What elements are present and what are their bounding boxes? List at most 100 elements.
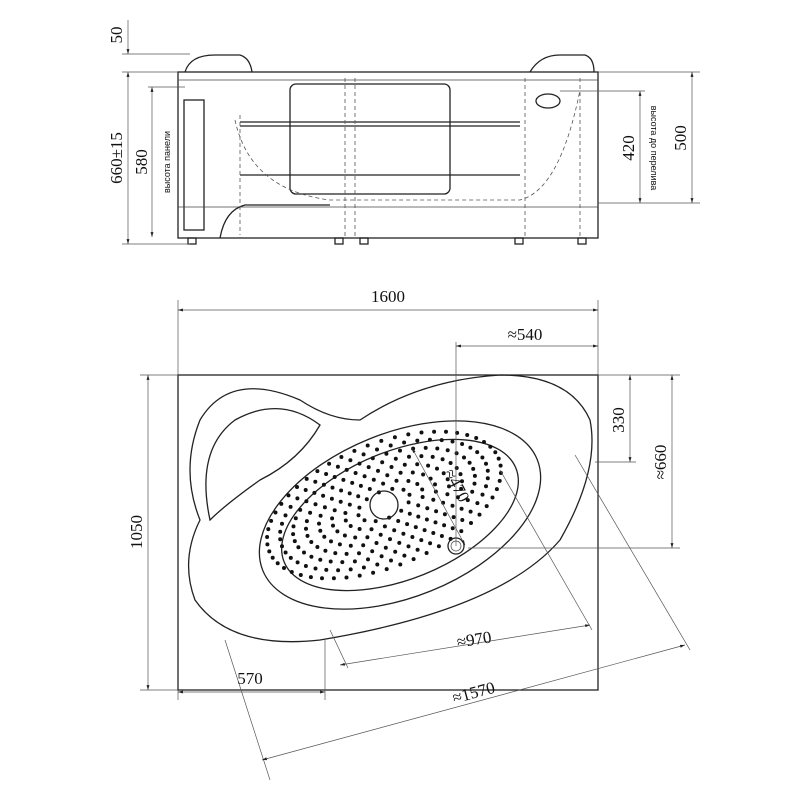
panel-height-label: высота панели xyxy=(162,131,172,193)
jet-dot xyxy=(332,475,337,479)
jet-dot xyxy=(406,544,411,549)
jet-dot xyxy=(292,539,297,544)
jet-dot xyxy=(282,566,286,570)
jet-dot xyxy=(410,535,415,539)
jet-dot xyxy=(460,518,465,522)
jet-dot xyxy=(415,547,420,552)
jet-dot xyxy=(283,550,288,555)
jet-dot xyxy=(356,513,361,518)
center-jet xyxy=(369,490,399,520)
dim-rim-height: 500 xyxy=(671,125,690,151)
jet-dot xyxy=(388,537,392,542)
jet-dot xyxy=(353,535,358,540)
jet-dot xyxy=(364,497,369,502)
jet-dot xyxy=(419,454,424,459)
jet-dot xyxy=(465,498,470,503)
jet-dot xyxy=(321,493,326,498)
jet-dot xyxy=(465,433,470,437)
jet-dot xyxy=(468,509,473,514)
jet-dot xyxy=(406,500,411,505)
jet-dot xyxy=(304,519,309,524)
jet-dot xyxy=(286,493,291,498)
jet-dot xyxy=(450,526,455,531)
jet-dot xyxy=(304,476,309,481)
jet-dot xyxy=(398,470,403,475)
jet-dot xyxy=(295,496,300,501)
jet-dot xyxy=(498,463,503,468)
jet-dot xyxy=(421,472,426,477)
jet-dot xyxy=(402,440,407,445)
jet-dot xyxy=(357,551,361,556)
jet-dot xyxy=(322,505,327,510)
jet-dot xyxy=(398,448,402,453)
jet-dot xyxy=(293,516,298,521)
jet-dot xyxy=(497,478,502,483)
jet-dot xyxy=(402,462,407,467)
jet-dot xyxy=(494,487,499,492)
jet-dot xyxy=(469,521,473,525)
jet-dot xyxy=(357,573,362,578)
jet-dot xyxy=(407,454,411,459)
jet-dot xyxy=(484,484,488,489)
headrest-pillow xyxy=(289,83,451,195)
jet-dot xyxy=(431,497,436,502)
jet-dot xyxy=(398,562,403,567)
jet-dot xyxy=(433,520,438,525)
jet-dot xyxy=(361,452,366,457)
overflow-height-label: высота до перелива xyxy=(649,106,659,191)
jet-dot xyxy=(482,440,486,444)
jet-dot xyxy=(305,533,310,538)
jet-dot xyxy=(308,510,313,515)
jet-dot xyxy=(357,505,362,510)
jet-dot xyxy=(339,488,344,493)
jet-dot xyxy=(270,555,275,560)
top-view: 1600 ≈540 330 ≈660 1050 ≈470 ≈970 ≈1570 … xyxy=(127,287,691,781)
jet-dot xyxy=(420,487,425,492)
side-panel xyxy=(183,99,205,231)
jet-dot xyxy=(361,543,366,548)
jet-dot xyxy=(318,528,323,533)
jet-dot xyxy=(392,435,397,440)
jet-dot xyxy=(397,540,402,545)
jet-dot xyxy=(450,439,455,444)
jet-dot xyxy=(337,542,342,547)
jet-dot xyxy=(332,508,337,513)
jet-dot xyxy=(267,549,272,554)
jet-dot xyxy=(411,557,416,562)
jet-dot xyxy=(419,538,424,543)
jet-dot xyxy=(375,447,379,452)
jet-dot xyxy=(430,454,435,459)
jet-dot xyxy=(279,501,284,506)
jet-dot xyxy=(304,526,308,531)
jet-dot xyxy=(353,471,358,475)
jet-dot xyxy=(315,469,320,474)
jet-dot xyxy=(344,467,349,472)
jet-dot xyxy=(266,527,271,532)
jet-dot xyxy=(357,461,362,466)
jet-dot xyxy=(472,473,477,478)
jet-dot xyxy=(313,566,318,571)
jet-dot xyxy=(448,461,453,465)
jet-dot xyxy=(365,535,370,540)
jet-dot xyxy=(474,436,479,440)
jet-dot xyxy=(433,482,437,487)
side-view: 50 660±15 580 высота панели 420 высота д… xyxy=(107,20,700,245)
jet-dot xyxy=(477,512,482,517)
jet-dot xyxy=(440,457,445,462)
jet-dot xyxy=(342,533,347,538)
jet-dot xyxy=(462,455,466,460)
jet-dot xyxy=(280,544,284,549)
jet-dot xyxy=(416,514,421,519)
jet-dot xyxy=(388,443,393,448)
dim-length: 1600 xyxy=(371,287,405,306)
jet-dot xyxy=(321,482,326,487)
jet-dot xyxy=(367,487,372,491)
dim-overflow-height: 420 xyxy=(619,135,638,161)
dim-panel-height: 580 xyxy=(132,149,151,175)
jet-dot xyxy=(425,506,430,511)
jet-dot xyxy=(422,528,427,533)
jet-dot xyxy=(428,541,433,546)
jet-dot xyxy=(394,478,399,483)
jet-dot xyxy=(318,513,323,518)
